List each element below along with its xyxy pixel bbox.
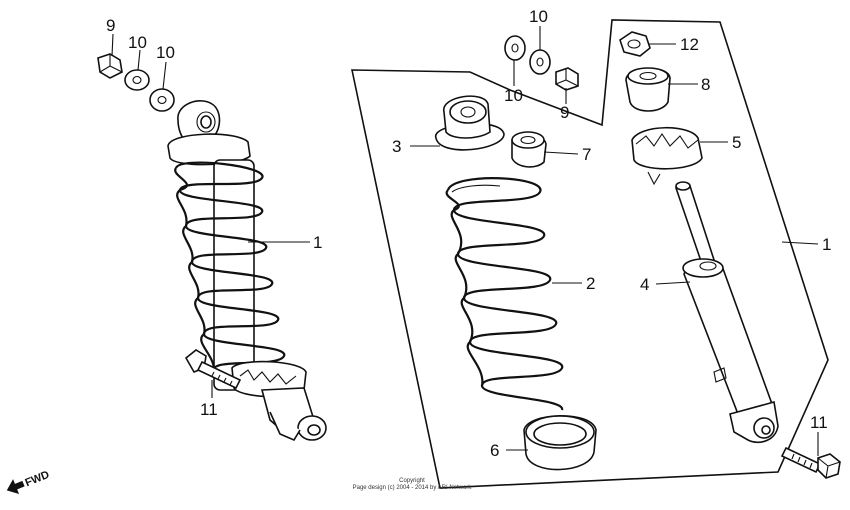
callout-1-right: 1 bbox=[822, 235, 831, 254]
callout-2: 2 bbox=[586, 274, 595, 293]
callout-9-left: 9 bbox=[106, 16, 115, 35]
callout-labels: 9 10 10 1 11 10 10 9 12 8 3 7 5 1 2 4 6 … bbox=[106, 7, 831, 460]
copyright-line-2: Page design (c) 2004 - 2014 by ARI Netwo… bbox=[353, 485, 473, 491]
bush-7 bbox=[511, 131, 547, 168]
right-bolt-11 bbox=[780, 446, 841, 479]
leader-lines bbox=[111, 26, 819, 456]
right-exploded-assembly bbox=[435, 31, 841, 479]
callout-3: 3 bbox=[392, 137, 401, 156]
dust-seal-6 bbox=[523, 415, 597, 471]
left-shock-assembly bbox=[97, 53, 327, 442]
callout-12: 12 bbox=[680, 35, 699, 54]
left-spring bbox=[174, 161, 286, 371]
callout-10-top-a: 10 bbox=[529, 7, 548, 26]
top-washer-10b bbox=[529, 49, 551, 75]
nut-12 bbox=[619, 31, 651, 57]
callout-10-left-a: 10 bbox=[128, 33, 147, 52]
callout-4: 4 bbox=[640, 275, 649, 294]
callout-1-left: 1 bbox=[313, 233, 322, 252]
callout-11-right: 11 bbox=[810, 413, 828, 432]
callout-9-top: 9 bbox=[560, 103, 569, 122]
damper-4 bbox=[675, 181, 779, 444]
callout-11-left: 11 bbox=[200, 400, 218, 419]
left-washer-10a bbox=[124, 69, 150, 91]
adjuster-5 bbox=[631, 126, 703, 186]
top-washer-10a bbox=[504, 35, 526, 61]
callout-7: 7 bbox=[582, 145, 591, 164]
left-bolt-11 bbox=[184, 349, 242, 390]
fwd-label: FWD bbox=[23, 469, 51, 490]
top-nut-9 bbox=[555, 67, 579, 91]
spring-seat-3 bbox=[435, 95, 505, 151]
callout-5: 5 bbox=[732, 133, 741, 152]
copyright-line-1: Copyright bbox=[399, 478, 425, 484]
assembly-boundary bbox=[351, 19, 829, 489]
callout-8: 8 bbox=[701, 75, 710, 94]
left-washer-10b bbox=[149, 88, 175, 112]
spring-2 bbox=[445, 177, 564, 411]
callout-6: 6 bbox=[490, 441, 499, 460]
fwd-arrow-icon bbox=[6, 479, 25, 495]
callout-10-top-b: 10 bbox=[504, 86, 523, 105]
fwd-indicator: FWD bbox=[6, 469, 51, 495]
callout-10-left-b: 10 bbox=[156, 43, 175, 62]
